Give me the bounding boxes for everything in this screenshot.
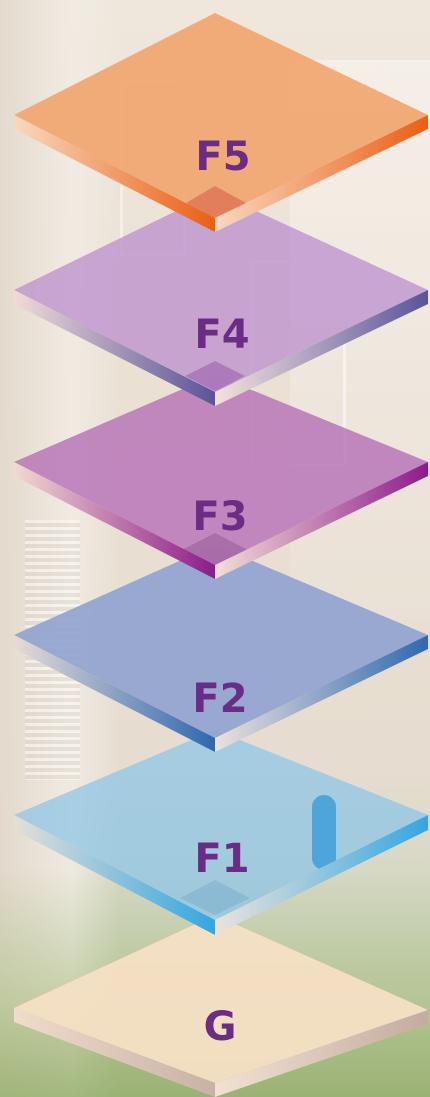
floor-f2-top — [14, 545, 428, 738]
floor-f4-side-left — [14, 290, 215, 406]
floor-g-side-right — [215, 1010, 428, 1097]
floor-f2-side-left — [14, 635, 215, 752]
floor-f1-stair-opening — [180, 880, 250, 915]
floor-f5-stair-opening — [186, 186, 246, 218]
floor-f4-stair-opening — [185, 361, 245, 391]
floor-f3-label: F3 — [192, 494, 247, 540]
floor-f4-label: F4 — [194, 312, 249, 358]
floor-f1-label: F1 — [194, 836, 249, 882]
floor-f3-side-left — [14, 462, 215, 579]
floor-f1[interactable]: F1 — [14, 730, 428, 935]
floor-g-top — [14, 915, 428, 1083]
floor-f3[interactable]: F3 — [14, 375, 428, 579]
floor-f5-side-left — [14, 115, 215, 232]
floor-f5-top — [14, 13, 428, 218]
floor-f2[interactable]: F2 — [14, 545, 428, 752]
floor-g[interactable]: G — [14, 915, 428, 1097]
floor-f1-pillar — [312, 795, 336, 870]
floor-f5-label: F5 — [195, 134, 250, 180]
floor-f3-side-right — [215, 462, 428, 579]
floor-f2-label: F2 — [192, 676, 247, 722]
floor-f1-side-right — [215, 815, 428, 935]
floor-g-side-left — [14, 1008, 215, 1097]
floor-f4-side-right — [215, 290, 428, 406]
floor-f4[interactable]: F4 — [14, 192, 428, 406]
floor-g-label: G — [204, 1004, 237, 1050]
floor-f4-top — [14, 192, 428, 392]
floor-f1-side-left — [14, 815, 215, 935]
floor-f5[interactable]: F5 — [14, 13, 428, 232]
floor-f1-top — [14, 730, 428, 920]
floor-f2-side-right — [215, 635, 428, 752]
floor-f5-side-right — [215, 115, 428, 232]
floor-f3-top — [14, 375, 428, 565]
